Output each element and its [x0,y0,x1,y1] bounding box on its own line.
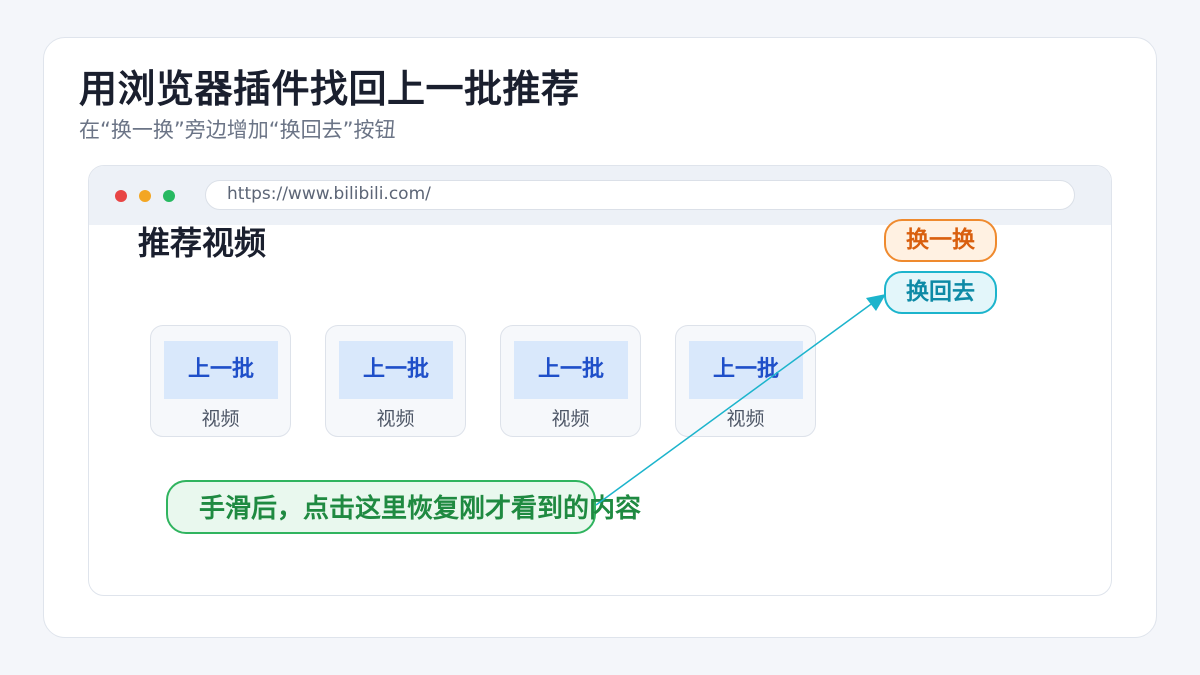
video-thumbnail: 上一批 [514,341,628,399]
video-caption: 视频 [201,408,240,430]
video-card[interactable]: 上一批 视频 [675,325,816,437]
address-bar[interactable]: https://www.bilibili.com/ [205,180,1075,210]
page-subtitle: 在“换一换”旁边增加“换回去”按钮 [79,118,396,142]
callout-box [166,480,596,534]
video-thumbnail: 上一批 [689,341,803,399]
arrow-line [595,301,875,506]
close-dot-icon [115,190,127,202]
refresh-button[interactable]: 换一换 [884,219,997,262]
minimize-dot-icon [139,190,151,202]
callout-text: 手滑后，点击这里恢复刚才看到的内容 [199,494,642,524]
video-card[interactable]: 上一批 视频 [325,325,466,437]
video-thumbnail: 上一批 [339,341,453,399]
video-caption: 视频 [376,408,415,430]
video-thumbnail: 上一批 [164,341,278,399]
video-card[interactable]: 上一批 视频 [500,325,641,437]
arrow-head-icon [866,294,886,311]
maximize-dot-icon [163,190,175,202]
video-caption: 视频 [551,408,590,430]
video-caption: 视频 [726,408,765,430]
video-card[interactable]: 上一批 视频 [150,325,291,437]
page-title: 用浏览器插件找回上一批推荐 [79,67,580,111]
recommended-videos-heading: 推荐视频 [138,224,267,262]
go-back-button[interactable]: 换回去 [884,271,997,314]
browser-toolbar: https://www.bilibili.com/ [89,166,1111,225]
